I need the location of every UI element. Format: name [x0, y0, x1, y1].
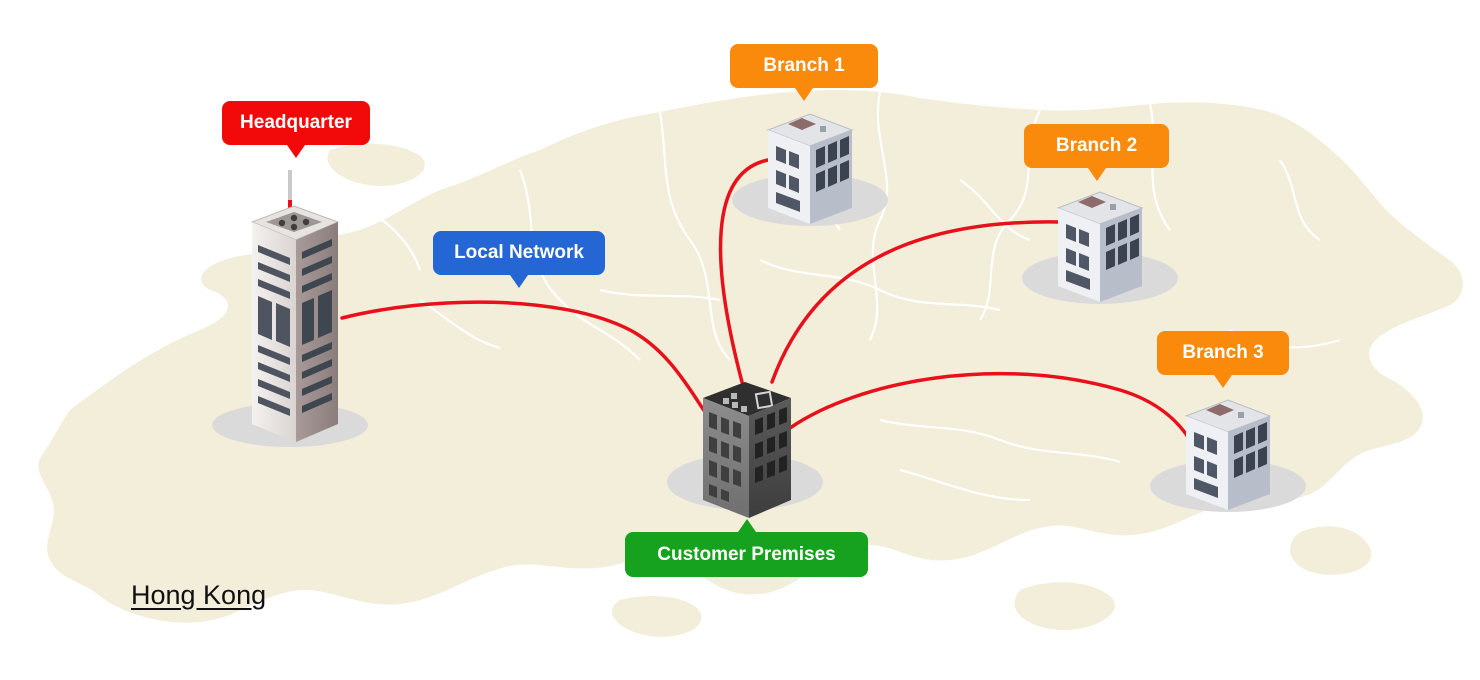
window	[1258, 446, 1267, 468]
branch-3-callout: Branch 3	[1157, 331, 1289, 388]
roof-vent	[1110, 204, 1116, 210]
window	[776, 146, 786, 164]
customer-premises-building	[667, 382, 823, 518]
branch-3-building	[1150, 399, 1306, 512]
branch-2-building	[1022, 191, 1178, 304]
window	[1234, 456, 1243, 478]
link-branch1-to-customer	[718, 158, 770, 384]
window	[1207, 437, 1217, 455]
window	[1194, 432, 1204, 450]
window	[840, 160, 849, 182]
window	[1194, 456, 1204, 474]
window	[776, 192, 800, 212]
headquarter-building	[212, 170, 368, 447]
window	[1234, 432, 1243, 454]
roof-unit	[1078, 196, 1106, 208]
window	[1079, 229, 1089, 247]
window	[1194, 478, 1218, 498]
network-links	[340, 158, 1192, 442]
roof	[703, 382, 791, 416]
headquarter-callout: Headquarter	[222, 101, 370, 158]
roof-vent	[1238, 412, 1244, 418]
map-island-south-small	[611, 596, 702, 637]
window	[1079, 253, 1089, 271]
window	[1106, 224, 1115, 246]
window	[1066, 248, 1076, 266]
window	[1066, 224, 1076, 242]
window	[789, 151, 799, 169]
map-island-south	[1014, 582, 1115, 631]
map-island-lantau	[51, 504, 215, 573]
map-island-east	[1290, 526, 1372, 575]
window	[1130, 214, 1139, 236]
window	[789, 175, 799, 193]
window	[1258, 422, 1267, 444]
branch-buildings	[732, 113, 1306, 512]
roof-vent	[820, 126, 826, 132]
window	[1118, 243, 1127, 265]
window	[840, 136, 849, 158]
region-label: Hong Kong	[131, 580, 267, 610]
window	[1246, 451, 1255, 473]
link-hq-to-customer	[340, 300, 707, 414]
window	[776, 170, 786, 188]
window	[1207, 461, 1217, 479]
window	[828, 165, 837, 187]
branch-1-building	[732, 113, 888, 226]
window	[1130, 238, 1139, 260]
window	[1246, 427, 1255, 449]
window	[1106, 248, 1115, 270]
tower-window-stripes	[258, 245, 290, 416]
window	[1118, 219, 1127, 241]
local-network-callout: Local Network	[433, 231, 605, 288]
window	[1066, 270, 1090, 290]
roof-unit	[788, 118, 816, 130]
tower-side-stripes	[302, 239, 332, 413]
window	[816, 170, 825, 192]
map-island-northwest	[327, 143, 425, 186]
roof-unit	[1206, 404, 1234, 416]
window	[828, 141, 837, 163]
customer-premises-callout: Customer Premises	[625, 519, 868, 577]
branch-2-callout: Branch 2	[1024, 124, 1169, 181]
link-branch3-to-customer	[788, 371, 1192, 442]
window	[816, 146, 825, 168]
link-branch2-to-customer	[770, 220, 1062, 384]
antenna	[288, 170, 292, 204]
branch-1-callout: Branch 1	[730, 44, 878, 101]
